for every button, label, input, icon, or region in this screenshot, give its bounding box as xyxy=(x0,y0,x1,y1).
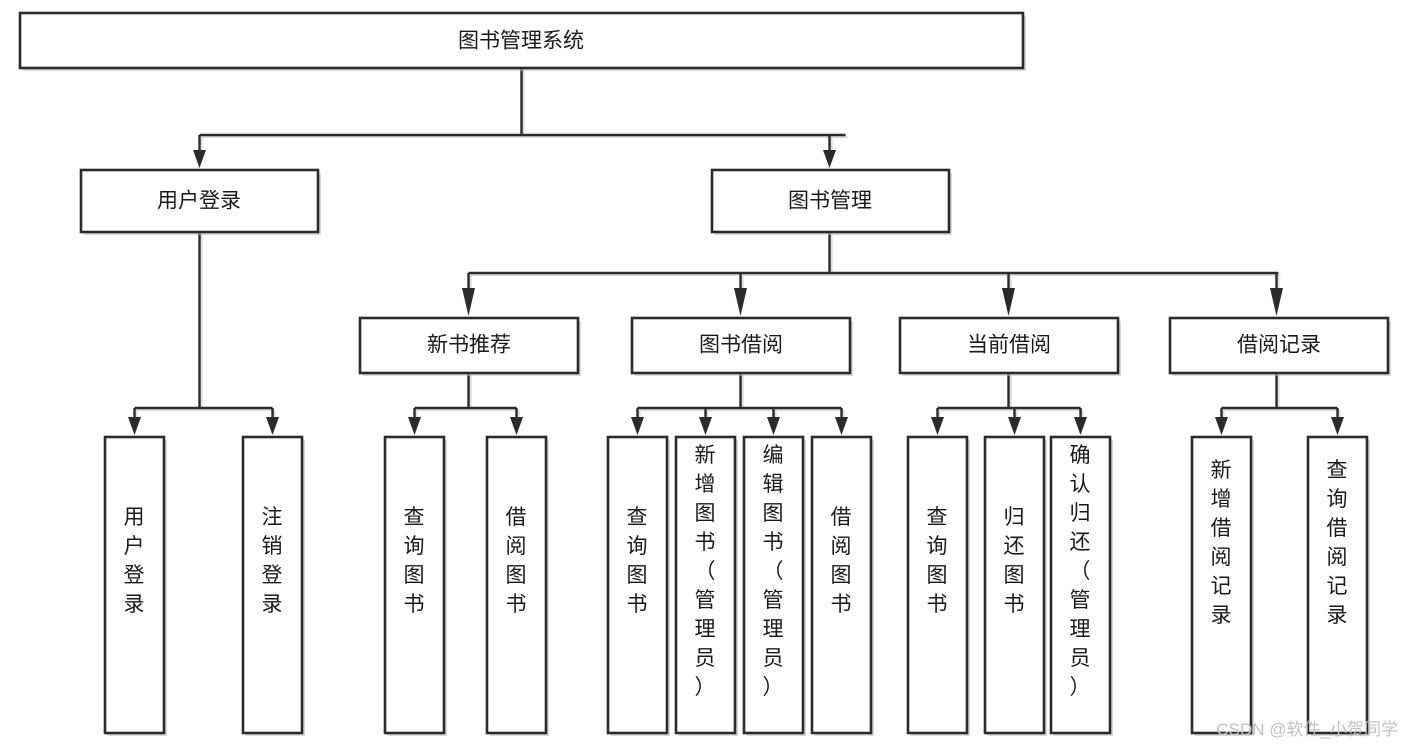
leaf-node-query-book-borrow-label: 查询图书 xyxy=(627,506,648,616)
leaf-node-add-record[interactable]: 新增借阅记录 xyxy=(1190,435,1254,736)
connectors xyxy=(128,68,1344,435)
leaf-node-return-book[interactable]: 归还图书 xyxy=(983,435,1047,736)
node-user-login-label: 用户登录 xyxy=(157,190,241,213)
node-root-label: 图书管理系统 xyxy=(458,30,584,53)
connector-bookmanage-to-level2 xyxy=(462,232,1283,316)
node-root[interactable]: 图书管理系统 xyxy=(18,11,1026,71)
node-user-login[interactable]: 用户登录 xyxy=(79,168,321,235)
leaf-node-add-book-label: 新增图书（管理员） xyxy=(695,444,716,699)
node-new-book-recommend-label: 新书推荐 xyxy=(427,334,511,357)
node-book-borrow-label: 图书借阅 xyxy=(699,334,783,357)
leaf-node-confirm-return[interactable]: 确认归还（管理员） xyxy=(1049,435,1113,736)
leaf-node-query-book-cur-label: 查询图书 xyxy=(927,506,948,616)
node-current-borrow[interactable]: 当前借阅 xyxy=(898,316,1121,376)
connector-root-to-level1 xyxy=(193,68,848,168)
leaf-node-logout-label: 注销登录 xyxy=(262,506,283,616)
node-current-borrow-label: 当前借阅 xyxy=(967,334,1051,357)
connector-userlogin-to-leaves xyxy=(128,232,279,435)
leaf-node-borrow-book-label: 借阅图书 xyxy=(831,506,852,616)
csdn-watermark: CSDN @软件_小贺同学 xyxy=(1216,720,1398,739)
connector-borrowrecord-to-leaves xyxy=(1215,373,1344,435)
leaf-node-edit-book-label: 编辑图书（管理员） xyxy=(763,444,784,699)
connector-newbook-to-leaves xyxy=(408,373,523,435)
leaf-node-query-record-label: 查询借阅记录 xyxy=(1327,459,1348,627)
leaf-node-query-book-borrow[interactable]: 查询图书 xyxy=(606,435,670,736)
node-book-manage-label: 图书管理 xyxy=(788,190,872,213)
leaf-node-borrow-book-rec-label: 借阅图书 xyxy=(506,506,527,616)
leaf-node-user-login-label: 用户登录 xyxy=(124,506,145,616)
leaf-node-confirm-return-label: 确认归还（管理员） xyxy=(1070,444,1091,699)
leaf-node-query-book-rec[interactable]: 查询图书 xyxy=(383,435,447,736)
leaf-node-query-record[interactable]: 查询借阅记录 xyxy=(1306,435,1370,736)
node-borrow-record-label: 借阅记录 xyxy=(1237,334,1321,357)
leaf-node-add-book[interactable]: 新增图书（管理员） xyxy=(674,435,738,736)
leaf-node-borrow-book[interactable]: 借阅图书 xyxy=(810,435,874,736)
node-borrow-record[interactable]: 借阅记录 xyxy=(1168,316,1391,376)
node-book-borrow[interactable]: 图书借阅 xyxy=(630,316,853,376)
connector-bookborrow-to-leaves xyxy=(631,373,848,435)
leaf-node-query-book-rec-label: 查询图书 xyxy=(404,506,425,616)
connector-currentborrow-to-leaves xyxy=(931,373,1087,435)
leaf-node-borrow-book-rec[interactable]: 借阅图书 xyxy=(485,435,549,736)
node-book-manage[interactable]: 图书管理 xyxy=(710,168,952,235)
leaf-node-user-login[interactable]: 用户登录 xyxy=(103,435,167,736)
leaf-node-logout[interactable]: 注销登录 xyxy=(241,435,305,736)
leaf-node-return-book-label: 归还图书 xyxy=(1004,506,1025,616)
leaf-node-edit-book[interactable]: 编辑图书（管理员） xyxy=(742,435,806,736)
leaf-node-query-book-cur[interactable]: 查询图书 xyxy=(906,435,970,736)
node-new-book-recommend[interactable]: 新书推荐 xyxy=(358,316,581,376)
leaf-node-add-record-label: 新增借阅记录 xyxy=(1211,459,1232,627)
